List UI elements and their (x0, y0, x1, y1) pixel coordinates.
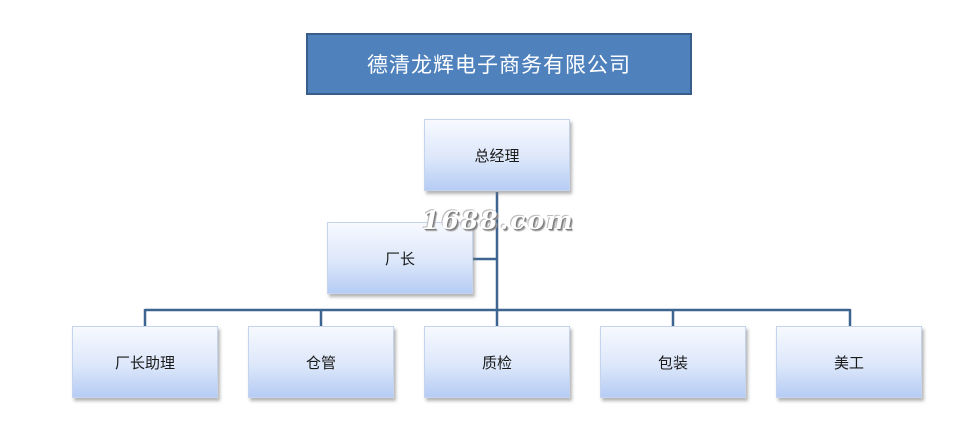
node-director-assistant: 厂长助理 (72, 326, 218, 398)
node-quality-inspection: 质检 (424, 326, 570, 398)
node-design: 美工 (776, 326, 922, 398)
node-packaging: 包装 (600, 326, 746, 398)
node-warehouse: 仓管 (248, 326, 394, 398)
node-factory-director: 厂长 (327, 222, 473, 294)
watermark-logo: 1688.com (422, 206, 575, 235)
node-general-manager: 总经理 (424, 119, 570, 191)
company-title: 德清龙辉电子商务有限公司 (306, 33, 692, 95)
